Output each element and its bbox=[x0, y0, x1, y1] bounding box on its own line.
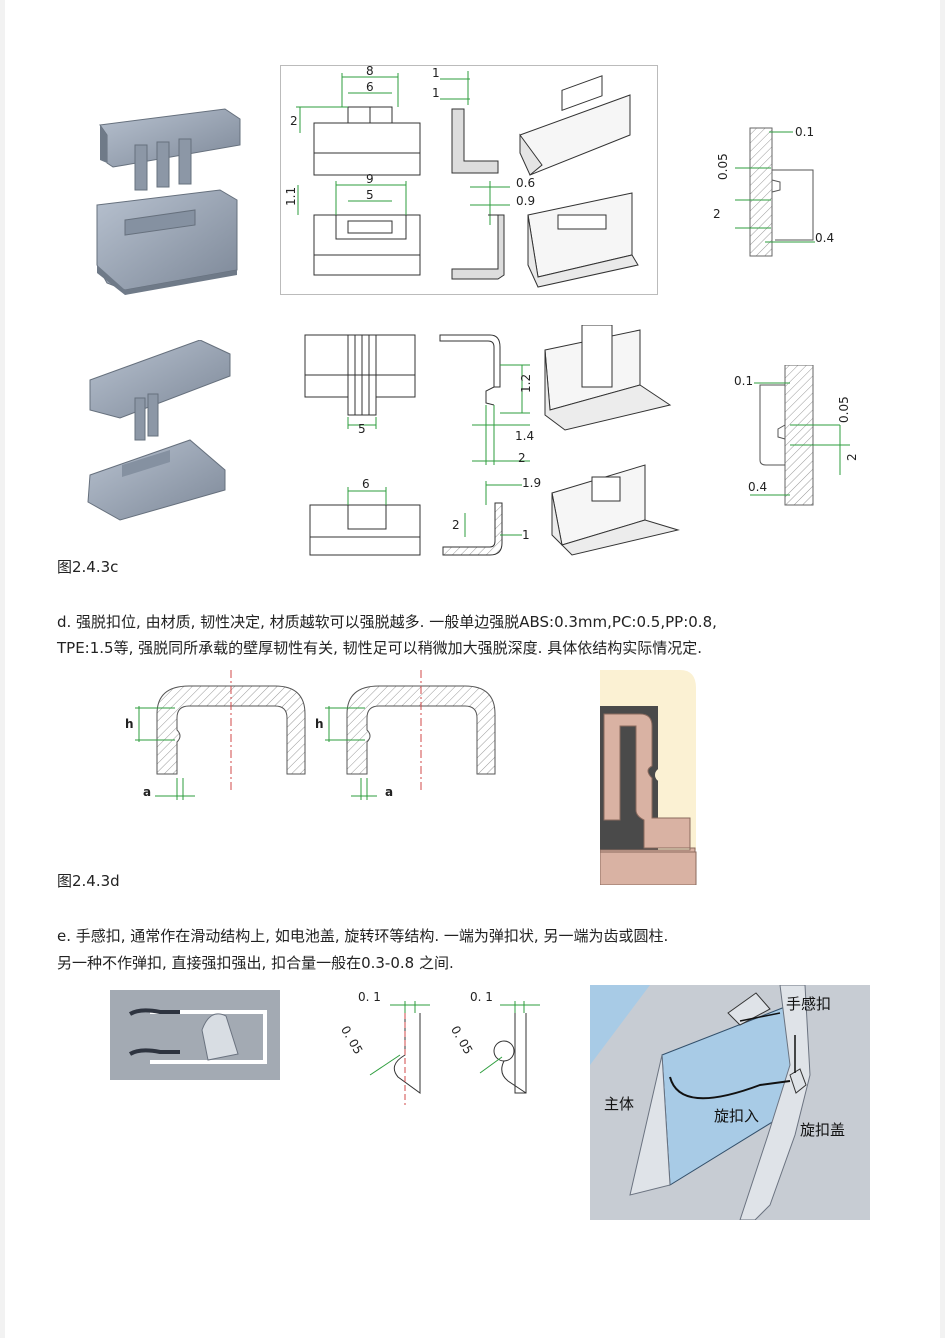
label-rotate-cover: 旋扣盖 bbox=[800, 1121, 845, 1139]
dim-1-1: 1.1 bbox=[284, 187, 298, 206]
dim-6: 6 bbox=[362, 477, 370, 491]
dim-5: 5 bbox=[366, 188, 374, 202]
figure-caption-c: 图2.4.3c bbox=[57, 558, 119, 576]
dim-2: 2 bbox=[713, 207, 721, 221]
figure-caption-d: 图2.4.3d bbox=[57, 872, 120, 890]
dim-5: 5 bbox=[358, 422, 366, 436]
dim-1: 1 bbox=[522, 528, 530, 542]
dim-8: 8 bbox=[366, 65, 374, 78]
dim-0-05: 0.05 bbox=[716, 153, 730, 180]
dim-2: 2 bbox=[845, 453, 859, 461]
snap-3d-render-bottom bbox=[87, 340, 231, 521]
document-page: 8 6 2 1 1 9 5 1.1 0.6 0.9 bbox=[5, 0, 940, 1338]
snap-section-bottom: 0.1 0.05 2 0.4 bbox=[734, 365, 859, 506]
dim-0-05-left: 0. 05 bbox=[338, 1023, 365, 1056]
dim-0-4: 0.4 bbox=[815, 231, 834, 245]
rotating-cover-diagram: 手感扣 主体 旋扣入 旋扣盖 bbox=[590, 985, 870, 1220]
dim-0-05: 0.05 bbox=[837, 396, 851, 423]
dim-0-05-right: 0. 05 bbox=[448, 1023, 475, 1056]
dim-9: 9 bbox=[366, 172, 374, 186]
dim-1-4: 1.4 bbox=[515, 429, 534, 443]
dim-a-left: a bbox=[143, 785, 151, 799]
dim-1-9: 1.9 bbox=[522, 476, 541, 490]
label-grip-snap: 手感扣 bbox=[786, 995, 831, 1013]
dim-1a: 1 bbox=[432, 66, 440, 80]
section-d-line2: TPE:1.5等, 强脱同所承载的壁厚韧性有关, 韧性足可以稍微加大强脱深度. … bbox=[57, 639, 702, 657]
snap-section-top: 0.1 0.05 2 0.4 bbox=[713, 125, 834, 257]
dim-a-right: a bbox=[385, 785, 393, 799]
label-main-body: 主体 bbox=[604, 1095, 634, 1113]
dim-2: 2 bbox=[290, 114, 298, 128]
dim-0-1: 0.1 bbox=[734, 374, 753, 388]
forced-release-sections: h a h a bbox=[125, 670, 496, 800]
forced-release-cutaway bbox=[600, 670, 697, 885]
grip-snap-profiles: 0. 1 0. 05 0. 1 0. 05 bbox=[338, 990, 540, 1105]
grip-snap-render bbox=[110, 990, 280, 1080]
section-e-line1: e. 手感扣, 通常作在滑动结构上, 如电池盖, 旋转环等结构. 一端为弹扣状,… bbox=[57, 927, 669, 945]
snap-drawing-top: 8 6 2 1 1 9 5 1.1 0.6 0.9 bbox=[280, 65, 658, 295]
dim-2b: 2 bbox=[452, 518, 460, 532]
dim-2: 2 bbox=[518, 451, 526, 465]
dim-0-1-left: 0. 1 bbox=[358, 990, 381, 1004]
section-d-line1: d. 强脱扣位, 由材质, 韧性决定, 材质越软可以强脱越多. 一般单边强脱AB… bbox=[57, 613, 717, 631]
dim-1-2: 1.2 bbox=[519, 374, 533, 393]
dim-h-left: h bbox=[125, 717, 134, 731]
dim-1b: 1 bbox=[432, 86, 440, 100]
dim-0-1: 0.1 bbox=[795, 125, 814, 139]
snap-3d-render-top bbox=[96, 108, 241, 295]
snap-drawing-bottom: 5 1.2 1.4 2 6 1.9 2 1 bbox=[304, 325, 680, 556]
dim-h-right: h bbox=[315, 717, 324, 731]
label-rotate-in: 旋扣入 bbox=[714, 1107, 759, 1125]
dim-0-6: 0.6 bbox=[516, 176, 535, 190]
dim-0-4: 0.4 bbox=[748, 480, 767, 494]
section-e-line2: 另一种不作弹扣, 直接强扣强出, 扣合量一般在0.3-0.8 之间. bbox=[57, 954, 454, 972]
dim-0-1-right: 0. 1 bbox=[470, 990, 493, 1004]
dim-0-9: 0.9 bbox=[516, 194, 535, 208]
dim-6: 6 bbox=[366, 80, 374, 94]
